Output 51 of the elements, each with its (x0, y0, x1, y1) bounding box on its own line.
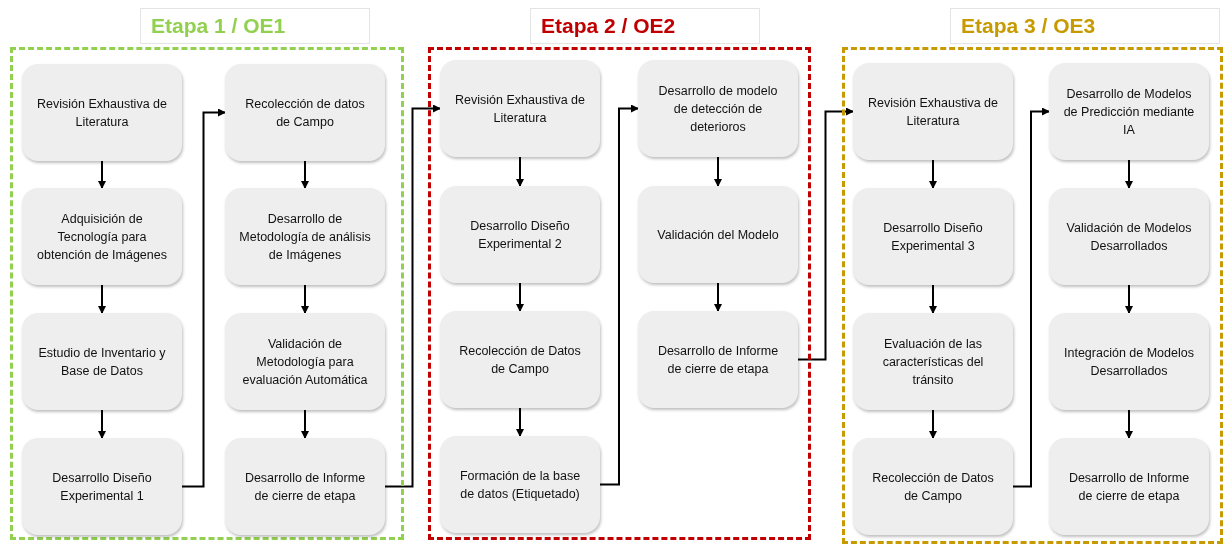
stage-group (428, 8, 811, 540)
process-box: Estudio de Inventario y Base de Datos (22, 313, 182, 410)
arrow (98, 160, 106, 189)
arrow (714, 282, 722, 312)
arrow (516, 282, 524, 312)
process-box: Integración de Modelos Desarrollados (1049, 313, 1209, 410)
process-box: Desarrollo de modelo de detección de deterioros (638, 60, 798, 157)
stage-title: Etapa 2 / OE2 (530, 8, 760, 44)
process-box: Desarrollo de Informe de cierre de etapa (1049, 438, 1209, 535)
arrow (1012, 107, 1050, 488)
process-box: Validación del Modelo (638, 186, 798, 283)
process-box: Desarrollo de Modelos de Predicción mediante IA (1049, 63, 1209, 160)
arrow (1125, 409, 1133, 439)
process-box: Desarrollo de Metodología de análisis de Imágenes (225, 188, 385, 285)
process-box: Desarrollo Diseño Experimental 1 (22, 438, 182, 535)
arrow (1125, 159, 1133, 189)
stage-group (10, 8, 404, 540)
process-box: Validación de Modelos Desarrollados (1049, 188, 1209, 285)
process-box: Adquisición de Tecnología para obtención de Imágenes (22, 188, 182, 285)
arrow (384, 104, 441, 488)
arrow (929, 284, 937, 314)
stage-group (842, 8, 1223, 544)
arrow (301, 284, 309, 314)
arrow (516, 407, 524, 437)
process-box: Evaluación de las características del tránsito (853, 313, 1013, 410)
arrow (181, 108, 226, 488)
process-box: Recolección de Datos de Campo (440, 311, 600, 408)
arrow (599, 104, 639, 486)
arrow (929, 409, 937, 439)
process-box: Desarrollo de Informe de cierre de etapa (225, 438, 385, 535)
process-box: Formación de la base de datos (Etiquetado) (440, 436, 600, 533)
arrow (516, 156, 524, 187)
arrow (301, 160, 309, 189)
stage-title: Etapa 1 / OE1 (140, 8, 370, 44)
process-box: Recolección de datos de Campo (225, 64, 385, 161)
process-box: Revisión Exhaustiva de Literatura (22, 64, 182, 161)
arrow (929, 159, 937, 189)
arrow (714, 156, 722, 187)
arrow (1125, 284, 1133, 314)
stage-title: Etapa 3 / OE3 (950, 8, 1220, 44)
arrow (98, 409, 106, 439)
arrow (797, 107, 854, 361)
process-box: Desarrollo Diseño Experimental 2 (440, 186, 600, 283)
process-box: Recolección de Datos de Campo (853, 438, 1013, 535)
process-box: Desarrollo Diseño Experimental 3 (853, 188, 1013, 285)
process-box: Desarrollo de Informe de cierre de etapa (638, 311, 798, 408)
process-box: Validación de Metodología para evaluación Automática (225, 313, 385, 410)
process-box: Revisión Exhaustiva de Literatura (853, 63, 1013, 160)
arrow (301, 409, 309, 439)
process-box: Revisión Exhaustiva de Literatura (440, 60, 600, 157)
arrow (98, 284, 106, 314)
